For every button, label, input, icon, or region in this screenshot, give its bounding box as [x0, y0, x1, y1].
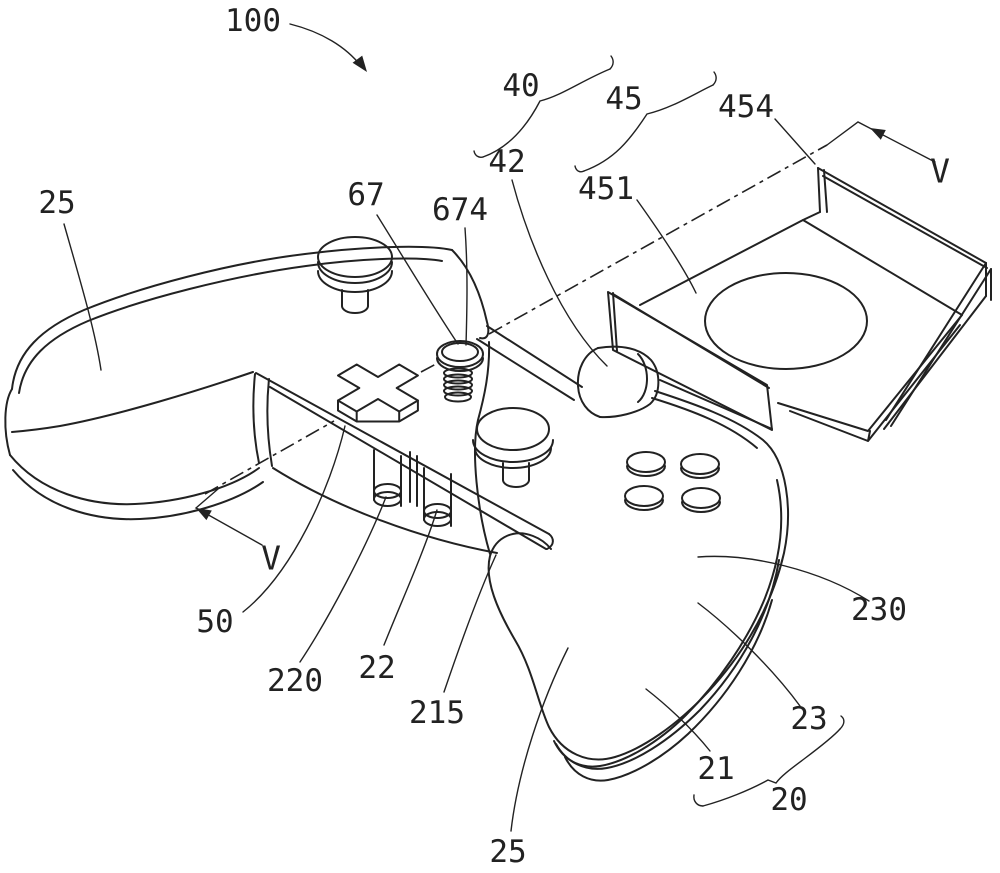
ref-arrow-100 — [289, 23, 367, 72]
ref-label-451: 451 — [578, 171, 634, 207]
section-arrow-top — [826, 121, 936, 163]
tray-back-wall — [802, 167, 988, 269]
ref-label-40: 40 — [502, 68, 539, 104]
brace-45 — [574, 71, 717, 173]
ref-label-674: 674 — [432, 192, 488, 228]
ref-label-50: 50 — [196, 604, 233, 640]
ref-label-67: 67 — [347, 177, 384, 213]
joystick-left — [317, 236, 393, 314]
left-grip — [4, 245, 453, 521]
ref-label-25-left: 25 — [38, 185, 75, 221]
ref-label-220: 220 — [267, 663, 323, 699]
ref-label-215: 215 — [409, 695, 465, 731]
ref-label-22: 22 — [358, 650, 395, 686]
ref-label-25-bottom: 25 — [489, 834, 526, 870]
notch-floor — [272, 467, 498, 554]
ref-label-454: 454 — [718, 89, 774, 125]
ref-label-42: 42 — [488, 144, 525, 180]
tray-right-wall — [883, 262, 992, 430]
ref-label-v-bottom: V — [261, 539, 281, 578]
leader-lines — [63, 118, 870, 832]
ref-label-23: 23 — [790, 701, 827, 737]
screw-wells — [373, 449, 452, 527]
ref-label-45: 45 — [605, 81, 642, 117]
tray-left-wall — [607, 291, 773, 431]
right-grip — [487, 390, 789, 782]
ref-label-100: 100 — [225, 3, 281, 39]
section-arrow-bottom — [194, 488, 263, 546]
brace-20 — [693, 715, 845, 807]
hinge-cylinder — [576, 345, 773, 430]
tray-floor — [639, 219, 963, 442]
rail — [255, 372, 554, 550]
screw-spring — [436, 340, 484, 403]
ref-label-v-top: V — [930, 152, 950, 191]
dpad — [337, 363, 419, 423]
joystick-right — [472, 407, 554, 488]
tray-recess-ellipse — [704, 272, 868, 370]
section-line — [204, 144, 828, 495]
ref-label-20: 20 — [770, 782, 807, 818]
ref-label-21: 21 — [697, 751, 734, 787]
brace-40 — [473, 55, 614, 158]
ref-label-230: 230 — [851, 592, 907, 628]
connector-strip — [476, 325, 583, 401]
action-buttons — [624, 451, 721, 513]
